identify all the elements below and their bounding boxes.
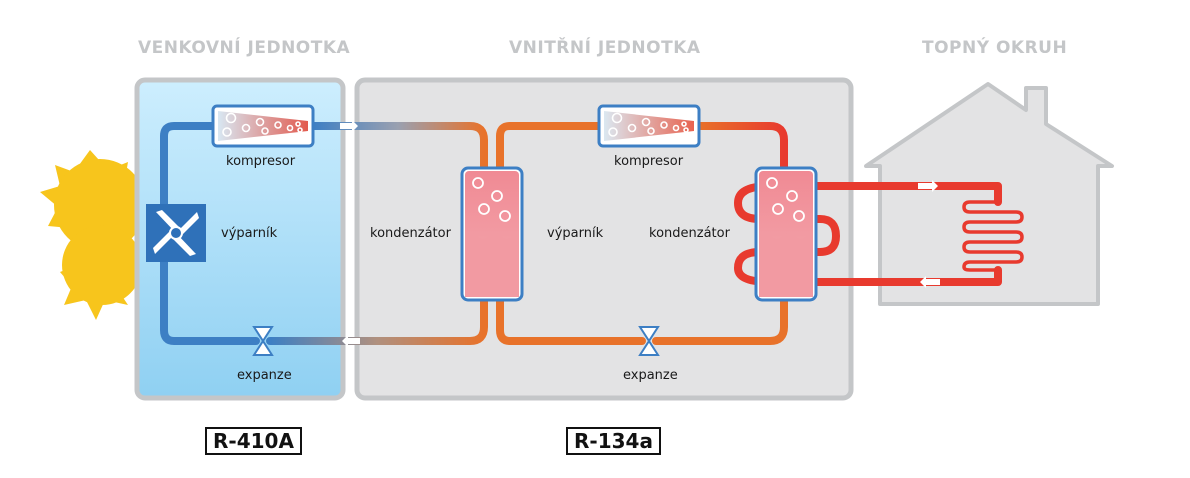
indoor-evaporator-label: výparník [547, 226, 604, 241]
outdoor-refrigerant-label: R-410A [205, 427, 302, 455]
expansion-valve-icon [638, 326, 660, 356]
outdoor-expansion-label: expanze [237, 368, 292, 383]
flow-arrow-icon [918, 180, 938, 192]
condenser-exchanger-icon [754, 166, 818, 302]
flow-arrow-icon [342, 335, 360, 347]
radiator-coil [962, 200, 1024, 272]
condenser-exchanger-icon [460, 166, 524, 302]
indoor-compressor-label: kompresor [614, 154, 684, 169]
indoor-condenser2-label: kondenzátor [649, 226, 730, 241]
indoor-unit-header: VNITŘNÍ JEDNOTKA [509, 38, 701, 58]
outdoor-compressor-label: kompresor [226, 154, 296, 169]
heating-circuit-pipes [734, 182, 1002, 286]
indoor-pipe-loop [496, 122, 788, 345]
flow-arrow-icon [340, 120, 358, 132]
outdoor-evaporator-label: výparník [221, 226, 278, 241]
indoor-compressor-icon [597, 104, 701, 148]
indoor-condenser-label: kondenzátor [370, 226, 451, 241]
indoor-refrigerant-label: R-134a [566, 427, 661, 455]
outdoor-unit-panel [134, 77, 346, 401]
fan-evaporator-icon [146, 204, 206, 262]
heating-circuit-header: TOPNÝ OKRUH [922, 38, 1068, 58]
outdoor-compressor-icon [211, 104, 315, 148]
indoor-expansion-label: expanze [623, 368, 678, 383]
outdoor-unit-header: VENKOVNÍ JEDNOTKA [138, 38, 351, 58]
expansion-valve-icon [252, 326, 274, 356]
flow-arrow-icon [920, 276, 940, 288]
sun-icon [40, 150, 146, 320]
